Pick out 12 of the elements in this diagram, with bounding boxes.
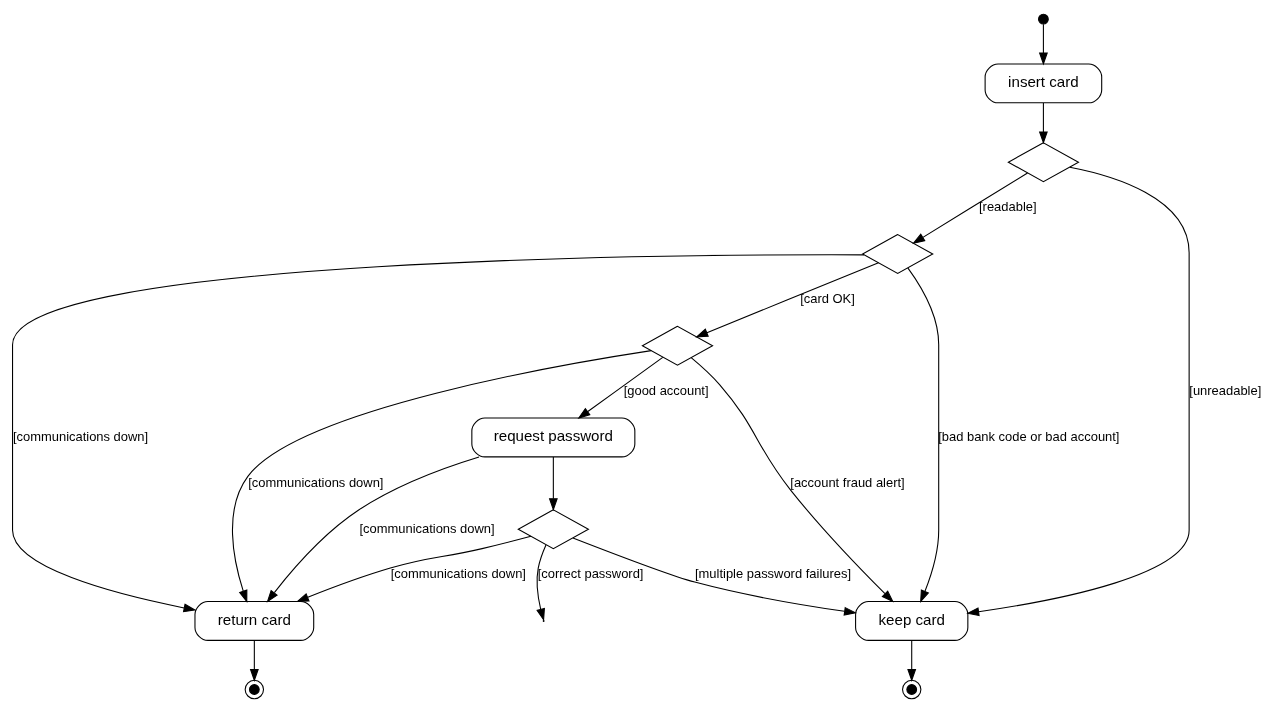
edge-label: [unreadable]	[1189, 382, 1262, 398]
edge-label: [communications down]	[359, 520, 495, 536]
edge-label: [multiple password failures]	[694, 566, 852, 582]
edge-label: [readable]	[979, 199, 1037, 215]
edge-label: [good account]	[623, 382, 709, 398]
edge-label: [account fraud alert]	[790, 474, 905, 490]
edge-label: [bad bank code or bad account]	[938, 428, 1120, 444]
edge-label: [correct password]	[537, 566, 644, 582]
edge-label: [communications down]	[248, 474, 384, 490]
edge-label: [communications down]	[12, 428, 149, 444]
edge-label: [card OK]	[800, 291, 855, 307]
edge-label: [communications down]	[390, 566, 526, 582]
